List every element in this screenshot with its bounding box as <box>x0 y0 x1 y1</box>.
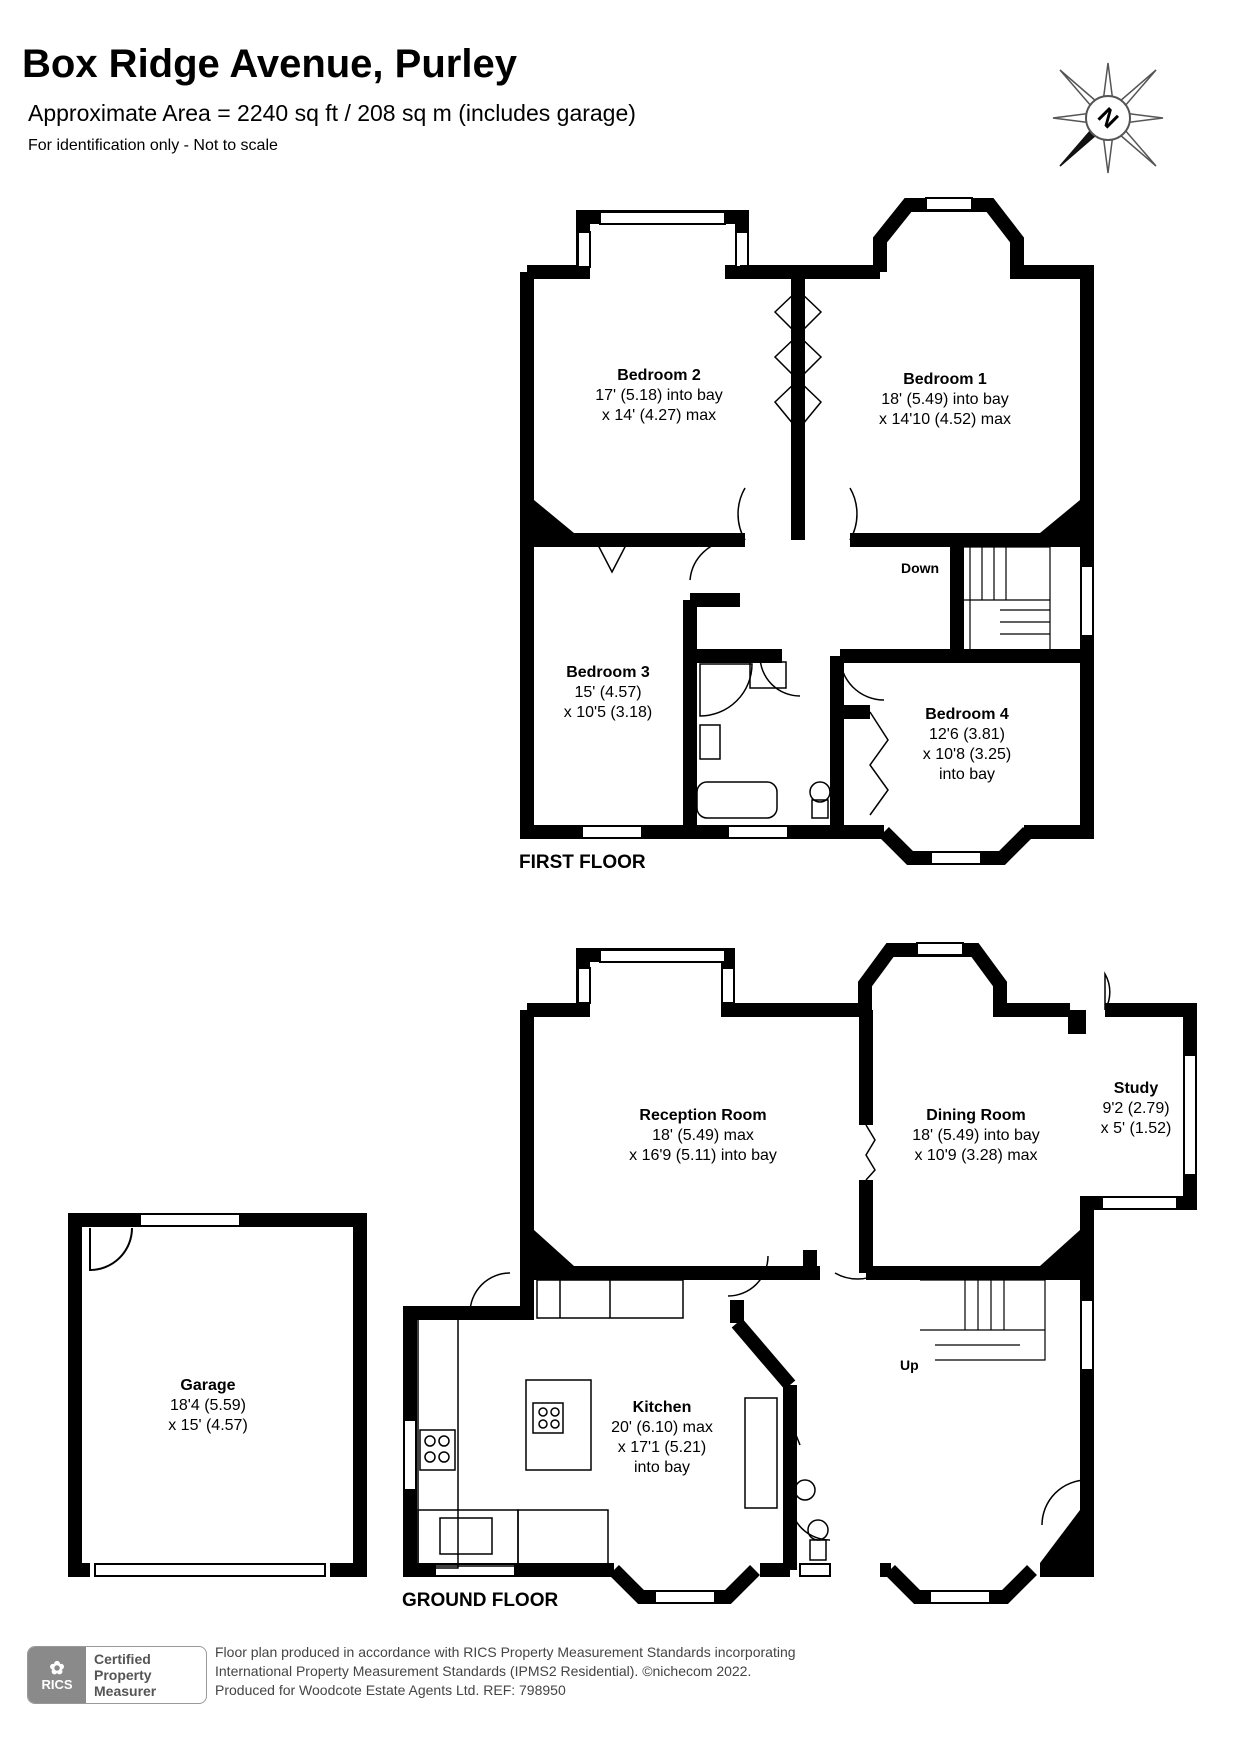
first-floor-fixtures <box>597 289 1051 819</box>
footer-line-1: Floor plan produced in accordance with R… <box>215 1644 796 1660</box>
badge-text: Certified Property Measurer <box>86 1647 206 1703</box>
bedroom-2-name: Bedroom 2 <box>617 367 701 384</box>
bedroom-3-dim1: 15' (4.57) <box>574 684 642 701</box>
bedroom-3-name: Bedroom 3 <box>566 664 650 681</box>
stairs-down-label: Down <box>901 560 940 576</box>
kitchen-dim3: into bay <box>633 1459 691 1476</box>
kitchen-dim1: 20' (6.10) max <box>611 1419 713 1436</box>
study-dim1: 9'2 (2.79) <box>1102 1100 1170 1117</box>
bedroom-4-name: Bedroom 4 <box>925 706 1009 723</box>
footer-line-2: International Property Measurement Stand… <box>215 1663 752 1679</box>
rics-badge: ✿ RICS Certified Property Measurer <box>27 1646 207 1704</box>
bedroom-2-dim1: 17' (5.18) into bay <box>595 387 723 404</box>
study-label: Study 9'2 (2.79) x 5' (1.52) <box>1101 1079 1172 1139</box>
ground-floor-fixtures <box>417 971 1111 1569</box>
ground-floor-label: GROUND FLOOR <box>402 1590 559 1611</box>
reception-room-name: Reception Room <box>639 1107 767 1124</box>
first-floor-windows <box>577 197 1094 865</box>
stairs-up-label: Up <box>900 1357 919 1373</box>
study-dim2: x 5' (1.52) <box>1100 1120 1172 1137</box>
rics-logo: ✿ RICS <box>28 1647 86 1703</box>
garage-label: Garage 18'4 (5.59) x 15' (4.57) <box>168 1376 248 1436</box>
kitchen-name: Kitchen <box>632 1399 692 1416</box>
study-name: Study <box>1113 1080 1159 1097</box>
area-subtitle: Approximate Area = 2240 sq ft / 208 sq m… <box>28 100 636 126</box>
reception-room-dim2: x 16'9 (5.11) into bay <box>629 1147 777 1164</box>
reception-room-label: Reception Room 18' (5.49) max x 16'9 (5.… <box>629 1106 777 1166</box>
ground-floor-walls <box>403 943 1197 1604</box>
bedroom-1-name: Bedroom 1 <box>903 371 987 388</box>
kitchen-label: Kitchen 20' (6.10) max x 17'1 (5.21) int… <box>611 1398 713 1478</box>
footer-line-3: Produced for Woodcote Estate Agents Ltd.… <box>215 1682 566 1698</box>
garage-dim1: 18'4 (5.59) <box>169 1397 246 1414</box>
ground-floor-windows <box>403 942 1197 1604</box>
reception-room-dim1: 18' (5.49) max <box>652 1127 754 1144</box>
rics-logo-text: RICS <box>41 1676 73 1692</box>
bedroom-3-dim2: x 10'5 (3.18) <box>563 704 653 721</box>
bedroom-3-label: Bedroom 3 15' (4.57) x 10'5 (3.18) <box>564 663 652 723</box>
footer-note: Floor plan produced in accordance with R… <box>215 1643 796 1700</box>
garage-name: Garage <box>180 1377 236 1394</box>
bedroom-4-dim2: x 10'8 (3.25) <box>922 746 1012 763</box>
garage-walls <box>68 1213 367 1577</box>
dining-room-dim1: 18' (5.49) into bay <box>912 1127 1040 1144</box>
bedroom-1-label: Bedroom 1 18' (5.49) into bay x 14'10 (4… <box>879 370 1011 430</box>
kitchen-dim2: x 17'1 (5.21) <box>617 1439 707 1456</box>
bedroom-2-dim2: x 14' (4.27) max <box>601 407 717 424</box>
bedroom-1-dim1: 18' (5.49) into bay <box>881 391 1009 408</box>
scale-note: For identification only - Not to scale <box>28 137 278 154</box>
rics-emblem-icon: ✿ <box>49 1657 65 1678</box>
badge-line-2: Property <box>94 1667 152 1683</box>
bedroom-4-dim3: into bay <box>938 766 996 783</box>
bedroom-4-dim1: 12'6 (3.81) <box>929 726 1005 743</box>
dining-room-dim2: x 10'9 (3.28) max <box>914 1147 1038 1164</box>
badge-line-3: Measurer <box>94 1683 157 1699</box>
bedroom-2-label: Bedroom 2 17' (5.18) into bay x 14' (4.2… <box>595 366 723 426</box>
page-title: Box Ridge Avenue, Purley <box>22 42 517 86</box>
dining-room-name: Dining Room <box>926 1107 1026 1124</box>
bedroom-4-label: Bedroom 4 12'6 (3.81) x 10'8 (3.25) into… <box>923 705 1011 785</box>
dining-room-label: Dining Room 18' (5.49) into bay x 10'9 (… <box>912 1106 1040 1166</box>
compass-icon: N <box>1052 62 1164 174</box>
corner-fills <box>534 500 1080 533</box>
garage-dim2: x 15' (4.57) <box>168 1417 248 1434</box>
badge-line-1: Certified <box>94 1651 151 1667</box>
ground-corner-fills <box>534 1010 1086 1563</box>
bedroom-1-dim2: x 14'10 (4.52) max <box>878 411 1012 428</box>
garage-features <box>89 1213 326 1577</box>
first-floor-label: FIRST FLOOR <box>519 852 646 873</box>
